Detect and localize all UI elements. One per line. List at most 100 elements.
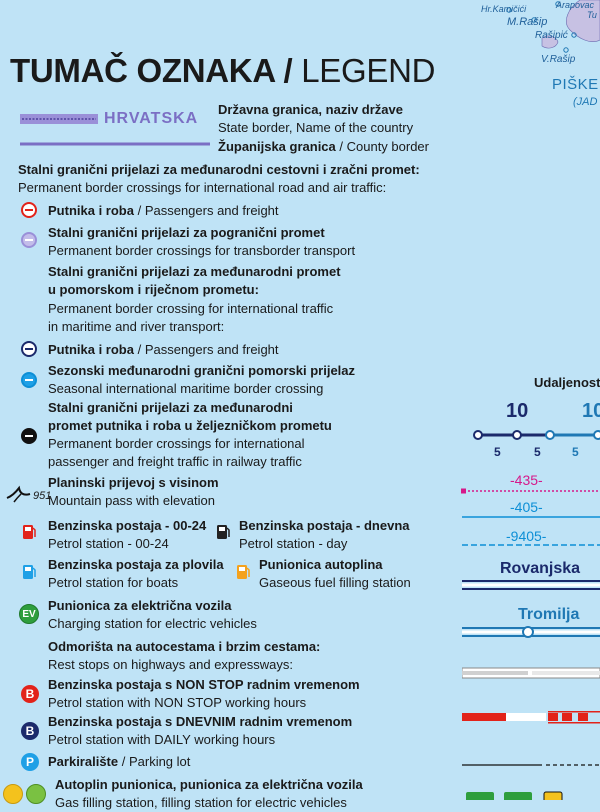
hrvatska-label: HRVATSKA bbox=[104, 110, 199, 127]
petrol-24-hr: Benzinska postaja - 00-24 bbox=[48, 518, 207, 533]
rest-stops-hr: Odmorišta na autocestama i brzim cestama… bbox=[48, 639, 321, 654]
place-dot bbox=[555, 1, 561, 7]
map-corner bbox=[506, 0, 600, 53]
gas-fill-en: Gaseous fuel filling station bbox=[259, 575, 411, 590]
mountain-pass-hr: Planinski prijevoj s visinom bbox=[48, 475, 219, 490]
distance-title: Udaljenost bbox=[534, 375, 600, 390]
perm-road-air-hr: Stalni granični prijelazi za međunarodni… bbox=[18, 162, 420, 177]
daily-hr: Benzinska postaja s DNEVNIM radnim vreme… bbox=[48, 714, 353, 729]
railway-en-2: passenger and freight traffic in railway… bbox=[48, 454, 302, 469]
place-hr-kamicici: Hr.Kamičići bbox=[481, 4, 527, 14]
petrol-day-en: Petrol station - day bbox=[239, 536, 348, 551]
place-v-rasip: V.Rašip bbox=[541, 54, 576, 65]
place-dot bbox=[563, 47, 569, 53]
nonstop-b-label: B bbox=[25, 687, 35, 701]
petrol-24-en: Petrol station - 00-24 bbox=[48, 536, 169, 551]
perm-road-air-en: Permanent border crossings for internati… bbox=[18, 180, 387, 195]
petrol-24-icon bbox=[23, 525, 36, 539]
place-arapovac: Arapovac bbox=[556, 0, 595, 10]
parking-text: Parkiralište / Parking lot bbox=[48, 753, 190, 771]
gas-fill-icon bbox=[237, 565, 250, 579]
pass-freight-2-hr: Putnika i roba bbox=[48, 342, 134, 357]
road-405-label: -405- bbox=[510, 499, 543, 515]
road-shields bbox=[466, 791, 563, 800]
pass-freight-2: Putnika i roba / Passengers and freight bbox=[48, 341, 279, 359]
place-dot bbox=[531, 17, 537, 23]
road-9405-line bbox=[462, 544, 600, 546]
legend-title: TUMAČ OZNAKA / LEGEND bbox=[10, 52, 435, 90]
mountain-pass-icon bbox=[6, 485, 31, 503]
road-435-label: -435- bbox=[510, 472, 543, 488]
parking-en: / Parking lot bbox=[121, 754, 191, 769]
state-border-symbol bbox=[20, 114, 98, 124]
state-border-hr: Državna granica, naziv države bbox=[218, 102, 403, 117]
road-405-line bbox=[462, 516, 600, 518]
legend-title-bold: TUMAČ OZNAKA / bbox=[10, 52, 293, 89]
seasonal-hr: Sezonski međunarodni granični pomorski p… bbox=[48, 363, 356, 378]
petrol-boats-hr: Benzinska postaja za plovila bbox=[48, 557, 224, 572]
petrol-boats-en: Petrol station for boats bbox=[48, 575, 179, 590]
distance-big-1: 10 bbox=[506, 400, 529, 422]
parking-icon: P bbox=[21, 753, 39, 771]
pass-elevation: 951 bbox=[33, 490, 52, 502]
place-piske: PIŠKE bbox=[552, 76, 599, 93]
railway-hr-2: promet putnika i roba u željezničkom pro… bbox=[48, 418, 332, 433]
distance-small-1: 5 bbox=[494, 445, 501, 459]
distance-small-2: 5 bbox=[534, 445, 541, 459]
island-shape bbox=[566, 0, 600, 42]
pass-freight-1-hr: Putnika i roba bbox=[48, 203, 134, 218]
ev-station-icon bbox=[26, 784, 46, 804]
distance-small-3: 5 bbox=[572, 445, 579, 459]
maritime-en-1: Permanent border crossing for internatio… bbox=[48, 301, 334, 316]
railway-hr-1: Stalni granični prijelazi za međunarodni bbox=[48, 400, 293, 415]
distance-big-2: 10 bbox=[582, 400, 600, 422]
railway-crossing-icon bbox=[21, 428, 37, 444]
maritime-en-2: in maritime and river transport: bbox=[48, 319, 225, 334]
autoplin-ev-hr: Autoplin punionica, punionica za elektri… bbox=[55, 777, 363, 792]
road-red-white bbox=[462, 711, 600, 724]
ev-hr: Punionica za električna vozila bbox=[48, 598, 232, 613]
daily-petrol-icon: B bbox=[21, 722, 39, 740]
parking-hr: Parkiralište bbox=[48, 754, 119, 769]
autoplin-icon bbox=[3, 784, 23, 804]
petrol-boats-icon bbox=[23, 565, 36, 579]
transborder-en: Permanent border crossings for transbord… bbox=[48, 243, 356, 258]
road-435-line bbox=[461, 488, 600, 494]
pass-freight-1: Putnika i roba / Passengers and freight bbox=[48, 202, 279, 220]
place-dot bbox=[506, 7, 512, 13]
autoplin-ev-en: Gas filling station, filling station for… bbox=[55, 795, 347, 810]
pass-freight-1-en: / Passengers and freight bbox=[137, 203, 279, 218]
island-shape bbox=[541, 35, 559, 49]
maritime-hr-2: u pomorskom i riječnom prometu: bbox=[48, 282, 259, 297]
daily-b-label: B bbox=[25, 724, 35, 738]
petrol-day-hr: Benzinska postaja - dnevna bbox=[239, 518, 410, 533]
pass-freight-2-en: / Passengers and freight bbox=[137, 342, 279, 357]
maritime-crossing-icon bbox=[21, 341, 37, 357]
ev-en: Charging station for electric vehicles bbox=[48, 616, 257, 631]
county-border-text: Županijska granica / County border bbox=[218, 138, 429, 156]
transborder-hr: Stalni granični prijelazi za pogranični … bbox=[48, 225, 325, 240]
road-crossing-icon bbox=[21, 202, 37, 218]
maritime-hr-1: Stalni granični prijelazi za međunarodni… bbox=[48, 264, 341, 279]
place-dot bbox=[571, 32, 577, 38]
transborder-crossing-icon bbox=[21, 232, 37, 248]
mountain-pass-en: Mountain pass with elevation bbox=[48, 493, 215, 508]
railway-en-1: Permanent border crossings for internati… bbox=[48, 436, 305, 451]
legend-title-normal: LEGEND bbox=[301, 52, 436, 89]
ev-label: EV bbox=[22, 608, 36, 620]
distance-line bbox=[473, 430, 600, 440]
state-border-en: State border, Name of the country bbox=[218, 120, 414, 135]
county-border-hr: Županijska granica bbox=[218, 139, 336, 154]
road-black-lines bbox=[462, 764, 600, 766]
place-tu: Tu bbox=[587, 10, 597, 20]
seasonal-en: Seasonal international maritime border c… bbox=[48, 381, 324, 396]
tunnel-rovanjska-label: Rovanjska bbox=[500, 560, 581, 577]
gas-fill-hr: Punionica autoplina bbox=[259, 557, 383, 572]
nonstop-hr: Benzinska postaja s NON STOP radnim vrem… bbox=[48, 677, 360, 692]
tunnel-tromilja-line bbox=[462, 626, 600, 638]
nonstop-petrol-icon: B bbox=[21, 685, 39, 703]
county-border-en: / County border bbox=[339, 139, 429, 154]
seasonal-crossing-icon bbox=[21, 372, 37, 388]
petrol-day-icon bbox=[217, 525, 230, 539]
place-jad: (JAD bbox=[573, 96, 598, 108]
